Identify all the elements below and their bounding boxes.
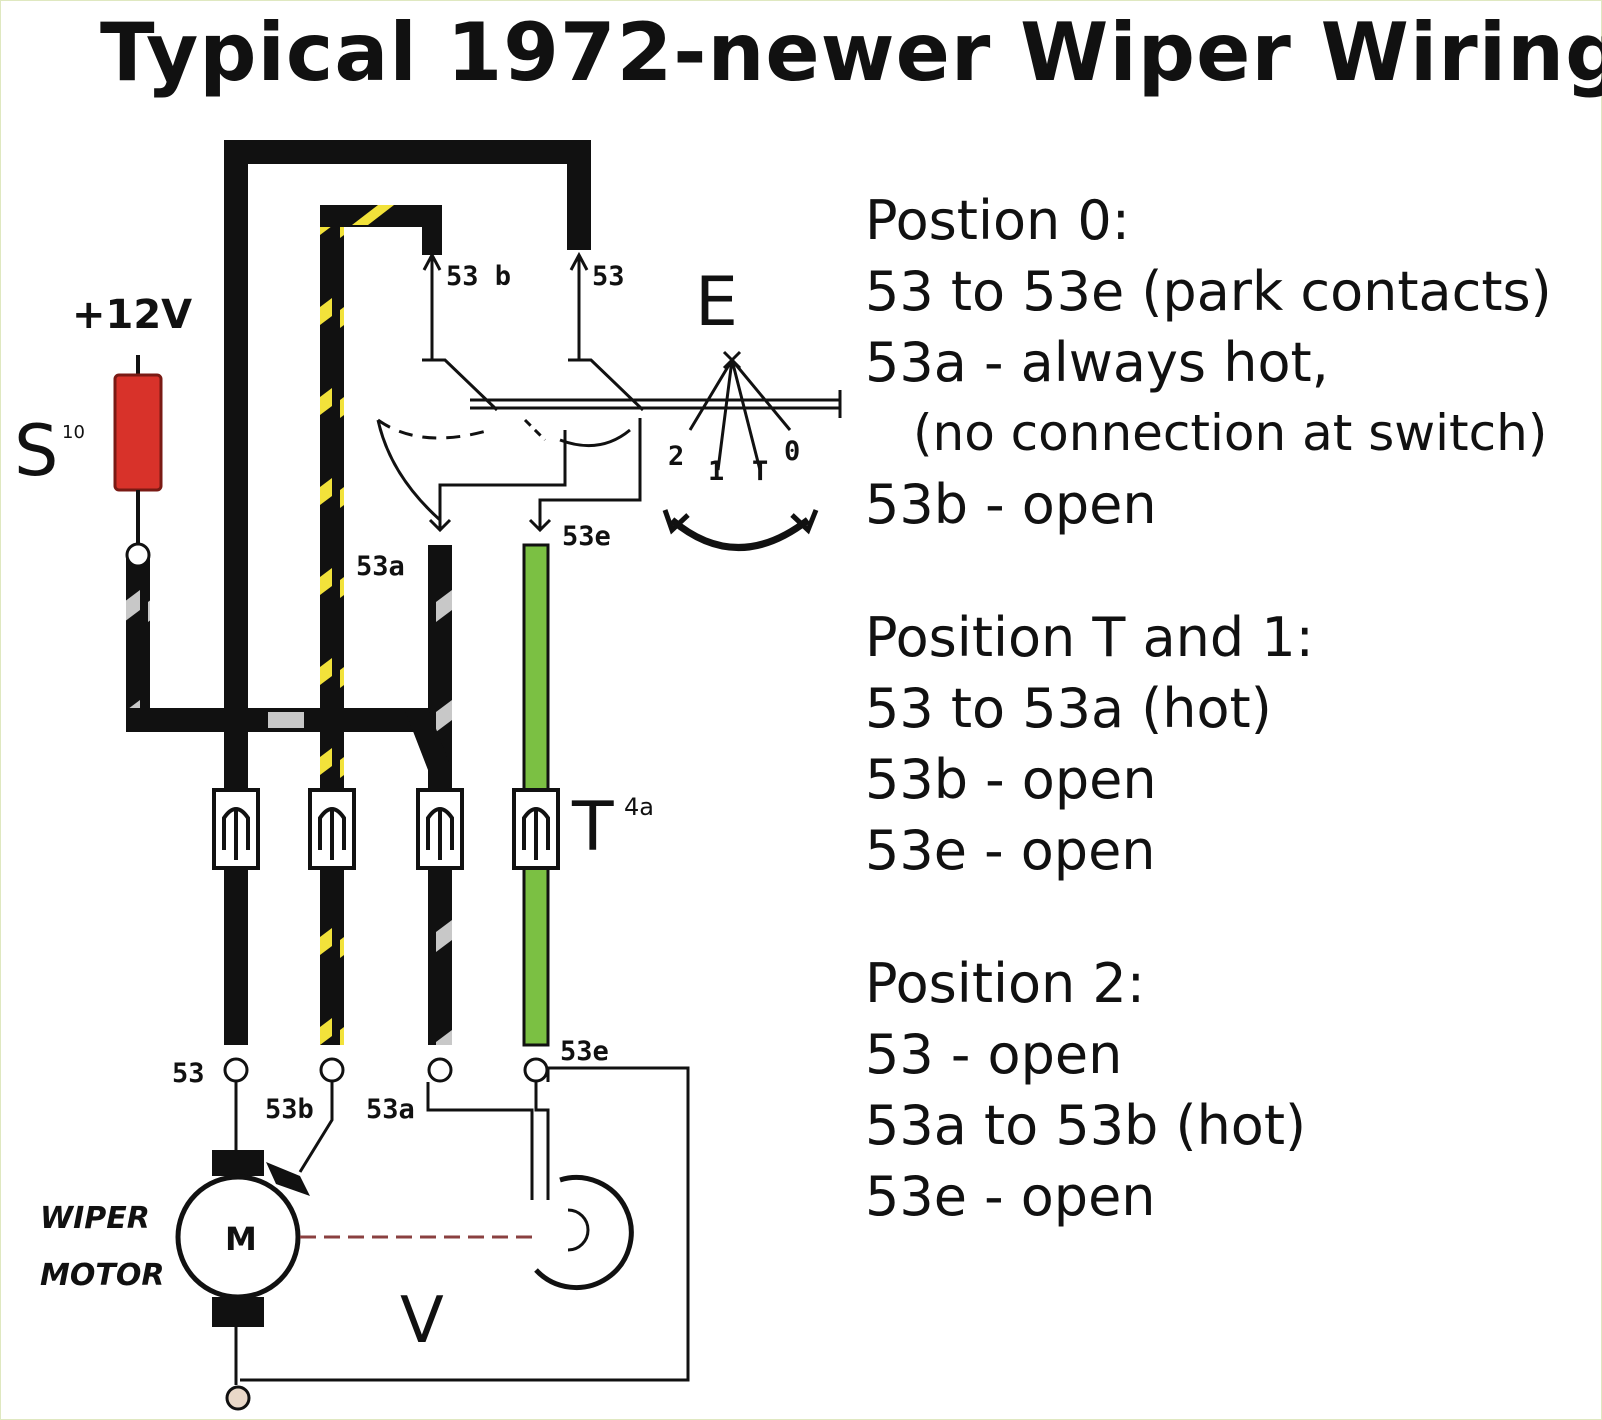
notes-position-t-1: Position T and 1: 53 to 53a (hot) 53b - …: [865, 602, 1552, 886]
fuse-number: 10: [62, 422, 85, 443]
switch-terminal-53: 53: [592, 261, 625, 292]
motor-terminals: [223, 1057, 549, 1411]
wire-53b-top: [320, 205, 440, 227]
wire-53-black: [224, 140, 591, 1045]
notes-line: 53a to 53b (hot): [865, 1094, 1307, 1157]
notes-heading: Postion 0:: [865, 189, 1130, 252]
wire-12v-bend: [404, 708, 452, 770]
switch-letter: E: [695, 263, 738, 342]
switch-terminal-53e: 53e: [562, 521, 611, 552]
motor-wiring: [234, 1066, 690, 1385]
switch-pos-t: T: [752, 456, 768, 487]
notes-heading: Position T and 1:: [865, 606, 1314, 669]
notes-line: 53 - open: [865, 1023, 1123, 1086]
notes-heading: Position 2:: [865, 952, 1145, 1015]
switch-terminal-53a: 53a: [356, 551, 405, 582]
switch-pos-1: 1: [708, 456, 724, 487]
wiper-motor: [175, 1150, 310, 1327]
switch-e: [376, 251, 842, 551]
diagram-title: Typical 1972-newer Wiper Wiring: [100, 6, 1602, 99]
switch-pos-0: 0: [784, 436, 800, 467]
wire-53b-stripe: [352, 205, 394, 225]
switch-terminal-53b: 53 b: [446, 261, 511, 292]
fuse-letter: S: [14, 410, 58, 492]
motor-label-wiper: WIPER: [40, 1201, 150, 1236]
motor-terminal-53e: 53e: [560, 1036, 609, 1067]
wire-53b-striped: [320, 205, 344, 1045]
motor-symbol: M: [225, 1220, 257, 1258]
wire-12v-stripe: [268, 712, 304, 728]
voltage-label: +12V: [72, 292, 192, 338]
motor-label-motor: MOTOR: [40, 1258, 164, 1293]
motor-terminal-53b: 53b: [265, 1094, 314, 1125]
notes-position-2: Position 2: 53 - open 53a to 53b (hot) 5…: [865, 948, 1552, 1232]
notes-position-0: Postion 0: 53 to 53e (park contacts) 53a…: [865, 185, 1552, 540]
notes-line: 53a - always hot,: [865, 331, 1329, 394]
wire-12v-feed: [126, 555, 150, 725]
wire-53b-drop: [422, 205, 442, 255]
notes-line: 53b - open: [865, 748, 1157, 811]
notes-line: 53 to 53a (hot): [865, 677, 1272, 740]
notes-line: (no connection at switch): [913, 404, 1548, 462]
connector-superscript: 4a: [624, 793, 654, 821]
motor-terminal-53: 53: [172, 1058, 205, 1089]
notes-line: 53 to 53e (park contacts): [865, 260, 1552, 323]
connector-t4a: [212, 788, 560, 870]
motor-terminal-53a: 53a: [366, 1094, 415, 1125]
position-notes: Postion 0: 53 to 53e (park contacts) 53a…: [865, 185, 1552, 1294]
notes-line: 53e - open: [865, 819, 1156, 882]
notes-line: 53e - open: [865, 1165, 1156, 1228]
fuse-terminal: [125, 542, 151, 568]
notes-line: 53b - open: [865, 473, 1157, 536]
switch-pos-2: 2: [668, 441, 684, 472]
valve-letter: V: [400, 1284, 444, 1358]
fuse-s10: [113, 373, 163, 492]
connector-letter: T: [571, 788, 614, 867]
